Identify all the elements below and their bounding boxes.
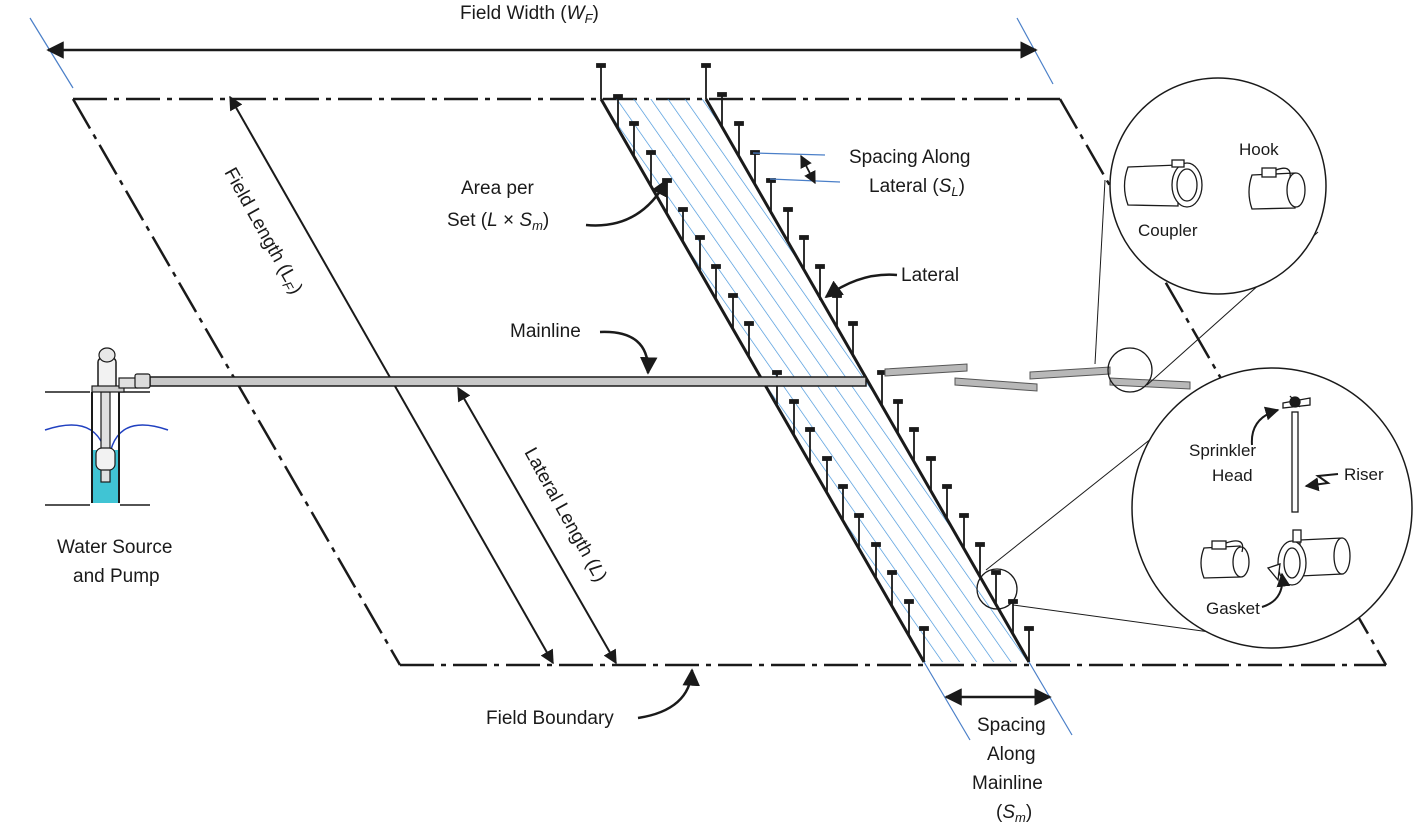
spacing-lateral-label-line2: Lateral (SL): [869, 176, 965, 199]
mainline-pipe: [149, 376, 867, 387]
spacing-mainline-label-line4: (Sm): [996, 802, 1032, 825]
spacing-lateral-ext1: [752, 152, 826, 156]
spacing-mainline-label-line3: Mainline: [972, 773, 1043, 794]
coupler-label: Coupler: [1138, 221, 1198, 240]
field-width-dimension: [29, 17, 1054, 89]
area-pointer-arrow: [585, 178, 669, 227]
coupler-icon: [1123, 159, 1203, 208]
coupler-detail: [1094, 77, 1327, 393]
area-per-set-lower: [762, 379, 1029, 662]
water-source-label-line1: Water Source: [57, 537, 172, 558]
water-source-label-line2: and Pump: [73, 566, 160, 587]
riser-pointer-arrow: [1304, 473, 1339, 492]
sprinkler-pointer-arrow: [1250, 406, 1280, 446]
loose-pipe-segments: [884, 363, 1191, 392]
area-per-set-label-line2: Set (L × Sm): [447, 210, 549, 233]
sprinkler-head-label-line1: Sprinkler: [1189, 441, 1256, 460]
spacing-lateral-arrow: [800, 154, 816, 185]
lateral-pointer-arrow: [824, 273, 898, 299]
spacing-mainline-label-line1: Spacing: [977, 715, 1046, 736]
water-source-pump: [44, 347, 169, 506]
lateral-length-label: Lateral Length (L): [520, 444, 611, 585]
risers: [596, 63, 1034, 662]
lateral-length-arrow: [457, 386, 617, 665]
sprinkler-head-label-line2: Head: [1212, 466, 1253, 485]
riser-detail: [976, 367, 1413, 649]
riser-pipe-icon: [1291, 411, 1299, 513]
lateral-label: Lateral: [901, 265, 959, 286]
field-boundary-label: Field Boundary: [486, 708, 614, 729]
field-length-label: Field Length (LF): [218, 164, 306, 299]
gasket-pointer-arrow: [1261, 572, 1291, 608]
mainline-label: Mainline: [510, 321, 581, 342]
hook-icon: [1248, 167, 1306, 210]
spacing-mainline-label-line2: Along: [987, 744, 1036, 765]
spacing-mainline-ext1: [923, 661, 971, 741]
hook-label: Hook: [1239, 140, 1279, 159]
spacing-lateral-label-line1: Spacing Along: [849, 147, 971, 168]
gasket-label: Gasket: [1206, 599, 1260, 618]
mainline-pointer-arrow: [599, 330, 658, 375]
field-width-label: Field Width (WF): [460, 3, 599, 26]
spacing-lateral-ext2: [769, 178, 841, 183]
area-per-set-label-line1: Area per: [461, 178, 535, 199]
hook-small-icon: [1200, 540, 1250, 579]
sprinkler-head-icon: [1282, 395, 1311, 409]
riser-label: Riser: [1344, 465, 1384, 484]
area-per-set-upper: [601, 99, 866, 379]
field-boundary-pointer-arrow: [637, 668, 700, 720]
